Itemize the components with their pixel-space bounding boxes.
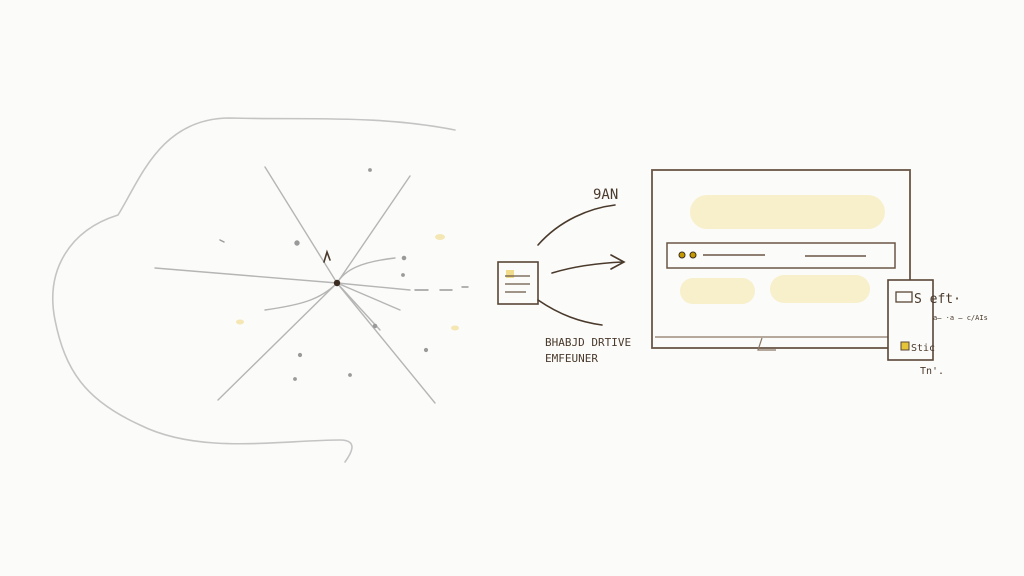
yellow-particles	[236, 234, 459, 331]
arrow-middle	[551, 261, 624, 274]
address-bar	[666, 242, 896, 269]
ray	[336, 282, 411, 291]
monitor	[651, 169, 911, 351]
side-panel-title: S eft·	[914, 292, 961, 307]
particle	[372, 323, 378, 329]
ray	[336, 282, 381, 331]
arrows	[537, 204, 626, 326]
burst-core	[333, 279, 341, 287]
content-highlight	[680, 278, 755, 304]
side-panel-item: Stic	[911, 343, 935, 354]
monitor-stand	[757, 337, 776, 351]
ray	[336, 282, 436, 404]
arrow-middle-head	[610, 254, 626, 270]
ray	[336, 282, 401, 311]
side-panel-checkbox	[900, 341, 910, 351]
side-panel	[887, 279, 934, 361]
particle	[401, 273, 405, 277]
ray	[336, 257, 396, 284]
particle	[294, 240, 300, 246]
ray	[336, 175, 411, 284]
particle	[348, 373, 352, 377]
particle	[297, 352, 303, 358]
ray	[264, 166, 338, 284]
document-card	[497, 261, 539, 305]
side-panel-caption: a̶ ·a ̶ c/AIs	[933, 314, 988, 322]
ray	[264, 282, 338, 311]
arrow-bottom	[537, 299, 603, 326]
arrow-top-label: 9AN	[593, 187, 618, 203]
particles	[219, 168, 469, 381]
starburst	[154, 166, 436, 404]
burst-tick	[323, 249, 331, 263]
particle	[401, 255, 407, 261]
address-bar-dot	[678, 251, 686, 259]
arrow-bottom-label-line1: BHABJD DRTIVE	[545, 336, 631, 349]
particle	[293, 377, 297, 381]
cloud-outline	[52, 117, 456, 463]
address-bar-dot	[689, 251, 697, 259]
arrow-top	[537, 204, 616, 246]
particle	[219, 239, 225, 243]
arrow-bottom-label-line2: EMFEUNER	[545, 352, 598, 365]
particle	[423, 347, 429, 353]
header-highlight	[690, 195, 885, 229]
side-panel-footer: Tn'.	[920, 366, 944, 377]
side-panel-box	[895, 291, 913, 303]
ray	[154, 267, 338, 284]
content-highlight	[770, 275, 870, 303]
particle	[368, 168, 372, 172]
ray	[217, 282, 338, 401]
